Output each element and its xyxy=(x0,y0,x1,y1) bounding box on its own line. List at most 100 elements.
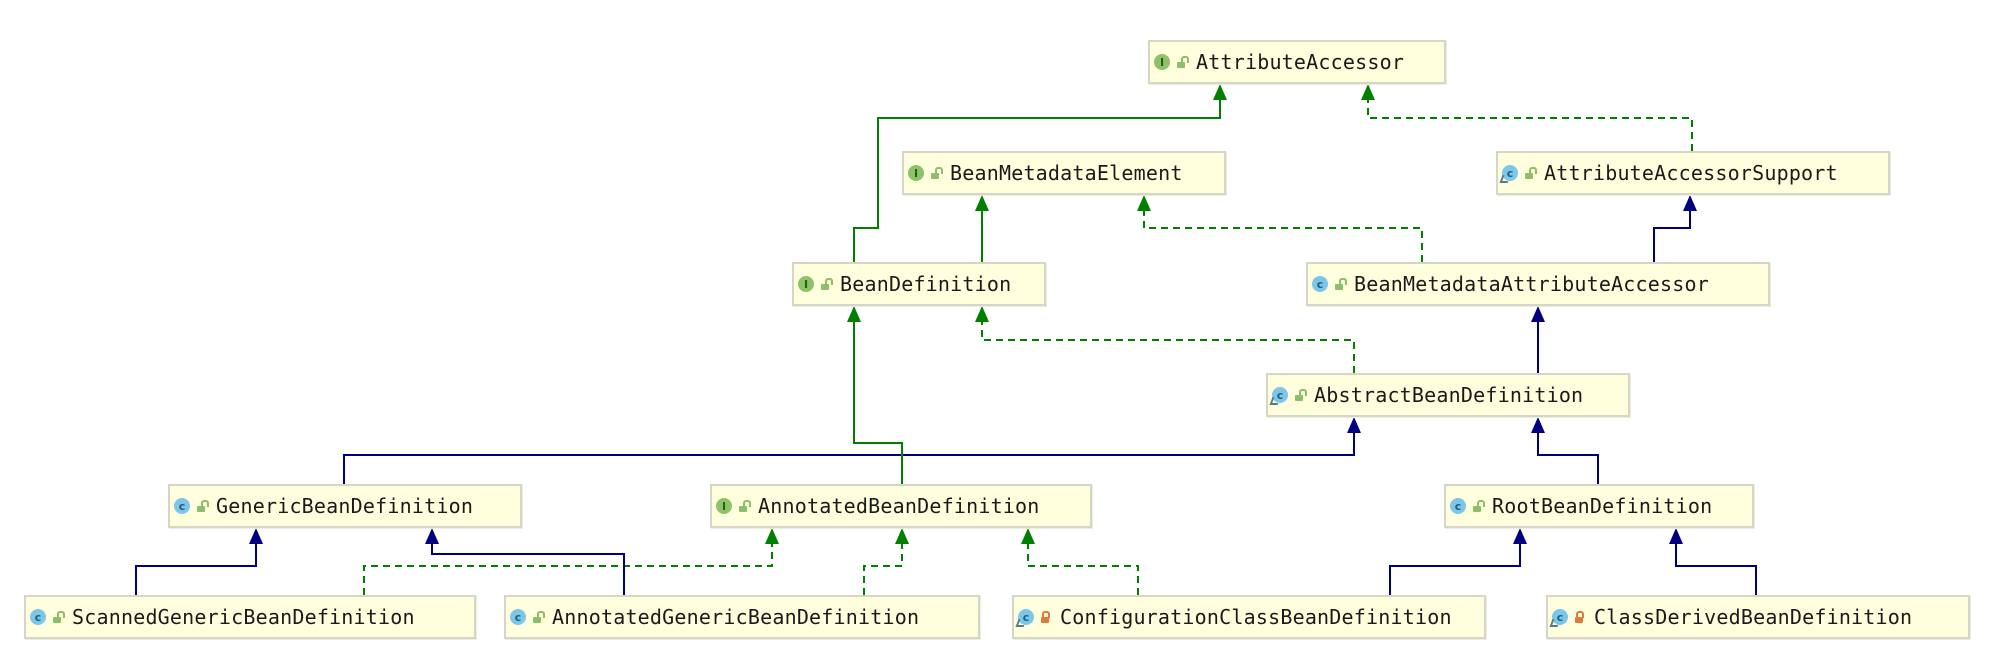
edge-line xyxy=(135,542,257,595)
class-name: BeanMetadataElement xyxy=(950,161,1183,185)
class-name: ClassDerivedBeanDefinition xyxy=(1594,605,1913,629)
class-name: BeanMetadataAttributeAccessor xyxy=(1354,272,1709,296)
edge-arrowhead xyxy=(1683,195,1697,211)
class-name: GenericBeanDefinition xyxy=(216,494,474,518)
class-name: RootBeanDefinition xyxy=(1492,494,1713,518)
edge-line xyxy=(1367,98,1693,151)
class-name: AttributeAccessor xyxy=(1196,50,1405,74)
edge-arrowhead xyxy=(847,306,861,322)
edge-classDerivedBeanDefinition-to-rootBeanDefinition xyxy=(1669,528,1757,595)
class-icon: c xyxy=(1312,276,1328,292)
class-name: ConfigurationClassBeanDefinition xyxy=(1060,605,1452,629)
public-icon xyxy=(738,500,748,512)
node-root-bean-definition[interactable]: c RootBeanDefinition xyxy=(1444,484,1754,528)
interface-icon: I xyxy=(908,165,924,181)
class-name: BeanDefinition xyxy=(840,272,1012,296)
edge-line xyxy=(343,431,1355,484)
node-configuration-class-bean-definition[interactable]: c ConfigurationClassBeanDefinition xyxy=(1012,595,1486,639)
node-class-derived-bean-definition[interactable]: c ClassDerivedBeanDefinition xyxy=(1546,595,1970,639)
class-name: AnnotatedGenericBeanDefinition xyxy=(552,605,920,629)
edge-attributeAccessorSupport-to-attributeAccessor xyxy=(1361,84,1693,151)
public-icon xyxy=(1334,278,1344,290)
private-lock-icon xyxy=(1040,611,1050,623)
class-icon: c xyxy=(510,609,526,625)
edge-beanMetadataAttributeAccessor-to-attributeAccessorSupport xyxy=(1653,195,1697,262)
edge-arrowhead xyxy=(249,528,263,544)
class-icon: c xyxy=(174,498,190,514)
edge-arrowhead xyxy=(1021,528,1035,544)
edge-scannedGenericBeanDefinition-to-genericBeanDefinition xyxy=(135,528,263,595)
class-icon: c xyxy=(1450,498,1466,514)
edge-beanDefinition-to-attributeAccessor xyxy=(853,84,1227,262)
edge-arrowhead xyxy=(1531,306,1545,322)
edge-configurationClassBeanDefinition-to-annotatedBeanDefinition xyxy=(1021,528,1139,595)
edge-arrowhead xyxy=(1361,84,1375,100)
edge-rootBeanDefinition-to-abstractBeanDefinition xyxy=(1531,417,1599,484)
edge-line xyxy=(1537,431,1599,484)
edge-beanDefinition-to-beanMetadataElement xyxy=(975,195,989,262)
node-bean-metadata-attribute-accessor[interactable]: c BeanMetadataAttributeAccessor xyxy=(1306,262,1770,306)
class-name: AbstractBeanDefinition xyxy=(1314,383,1584,407)
node-annotated-bean-definition[interactable]: I AnnotatedBeanDefinition xyxy=(710,484,1092,528)
edge-line xyxy=(853,320,903,484)
node-annotated-generic-bean-definition[interactable]: c AnnotatedGenericBeanDefinition xyxy=(504,595,980,639)
edge-arrowhead xyxy=(1513,528,1527,544)
interface-icon: I xyxy=(1154,54,1170,70)
edge-line xyxy=(363,542,773,595)
node-scanned-generic-bean-definition[interactable]: c ScannedGenericBeanDefinition xyxy=(24,595,476,639)
edge-genericBeanDefinition-to-abstractBeanDefinition xyxy=(343,417,1361,484)
public-icon xyxy=(532,611,542,623)
edge-line xyxy=(1389,542,1521,595)
class-icon: c xyxy=(1018,609,1034,625)
node-bean-definition[interactable]: I BeanDefinition xyxy=(792,262,1046,306)
interface-icon: I xyxy=(798,276,814,292)
edge-line xyxy=(863,542,903,595)
edge-arrowhead xyxy=(1213,84,1227,100)
public-icon xyxy=(1176,56,1186,68)
class-name: ScannedGenericBeanDefinition xyxy=(72,605,415,629)
edge-line xyxy=(981,320,1355,373)
edge-abstractBeanDefinition-to-beanDefinition xyxy=(975,306,1355,373)
edge-beanMetadataAttributeAccessor-to-beanMetadataElement xyxy=(1137,195,1423,262)
node-attribute-accessor[interactable]: I AttributeAccessor xyxy=(1148,40,1446,84)
edge-annotatedBeanDefinition-to-beanDefinition xyxy=(847,306,903,484)
edge-abstractBeanDefinition-to-beanMetadataAttributeAccessor xyxy=(1531,306,1545,373)
edge-arrowhead xyxy=(1669,528,1683,544)
edge-line xyxy=(1653,209,1691,262)
edge-configurationClassBeanDefinition-to-rootBeanDefinition xyxy=(1389,528,1527,595)
edge-line xyxy=(1675,542,1757,595)
edge-annotatedGenericBeanDefinition-to-annotatedBeanDefinition xyxy=(863,528,909,595)
public-icon xyxy=(1524,167,1534,179)
public-icon xyxy=(52,611,62,623)
edge-scannedGenericBeanDefinition-to-annotatedBeanDefinition xyxy=(363,528,779,595)
edge-arrowhead xyxy=(895,528,909,544)
edge-line xyxy=(1143,209,1423,262)
class-name: AnnotatedBeanDefinition xyxy=(758,494,1040,518)
edge-arrowhead xyxy=(975,195,989,211)
interface-icon: I xyxy=(716,498,732,514)
node-attribute-accessor-support[interactable]: c AttributeAccessorSupport xyxy=(1496,151,1890,195)
edge-arrowhead xyxy=(1531,417,1545,433)
private-lock-icon xyxy=(1574,611,1584,623)
public-icon xyxy=(930,167,940,179)
edge-line xyxy=(431,542,625,595)
edge-arrowhead xyxy=(1347,417,1361,433)
abstract-class-icon: c xyxy=(1502,165,1518,181)
edge-line xyxy=(1027,542,1139,595)
edge-arrowhead xyxy=(765,528,779,544)
node-generic-bean-definition[interactable]: c GenericBeanDefinition xyxy=(168,484,522,528)
abstract-class-icon: c xyxy=(1272,387,1288,403)
public-icon xyxy=(820,278,830,290)
class-icon: c xyxy=(1552,609,1568,625)
public-icon xyxy=(1472,500,1482,512)
public-icon xyxy=(196,500,206,512)
edge-arrowhead xyxy=(975,306,989,322)
class-icon: c xyxy=(30,609,46,625)
class-name: AttributeAccessorSupport xyxy=(1544,161,1838,185)
edge-arrowhead xyxy=(425,528,439,544)
edge-annotatedGenericBeanDefinition-to-genericBeanDefinition xyxy=(425,528,625,595)
public-icon xyxy=(1294,389,1304,401)
node-bean-metadata-element[interactable]: I BeanMetadataElement xyxy=(902,151,1226,195)
node-abstract-bean-definition[interactable]: c AbstractBeanDefinition xyxy=(1266,373,1630,417)
